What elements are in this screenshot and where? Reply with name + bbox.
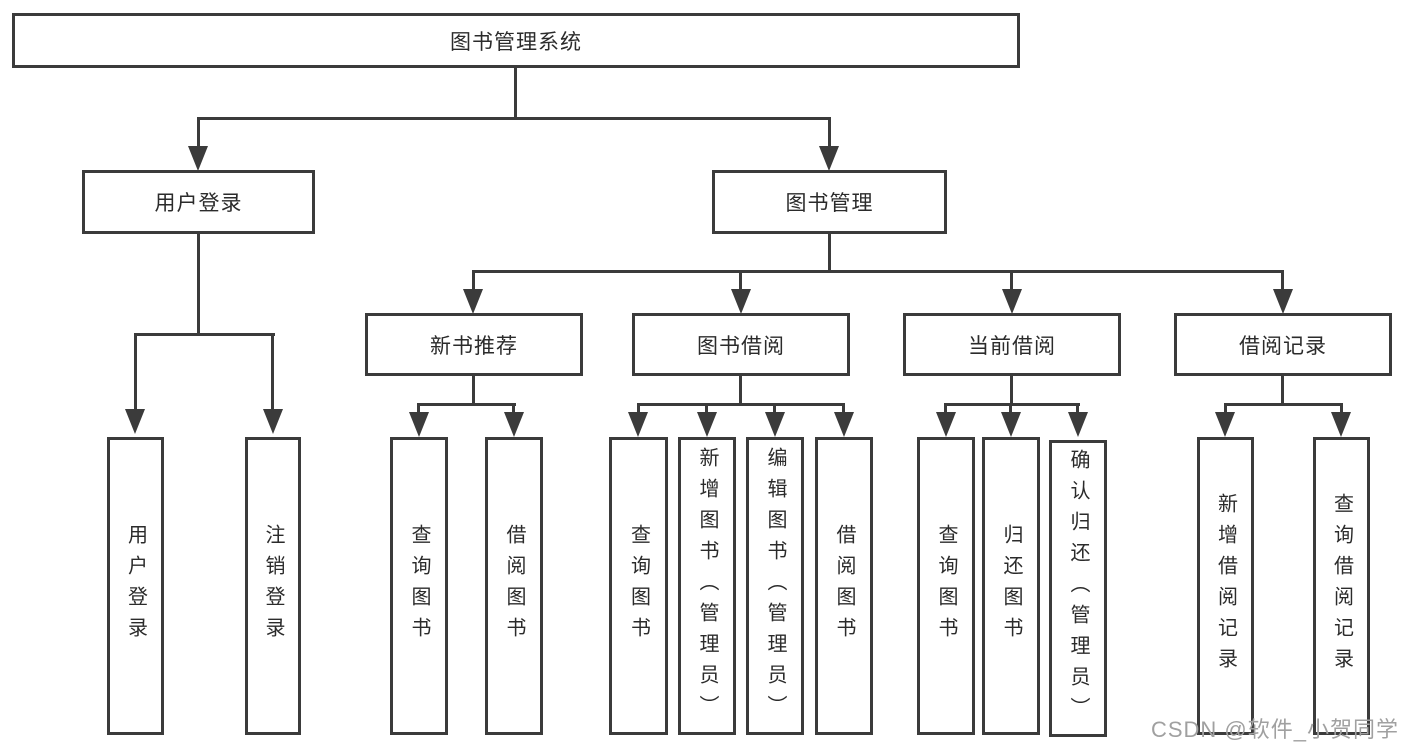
leaf-label: 新增借阅记录 bbox=[1214, 493, 1237, 679]
leaf-confirm-return-admin: 确认归还（管理员） bbox=[1049, 440, 1107, 737]
node-library-management-system: 图书管理系统 bbox=[12, 13, 1020, 68]
arrow-down-icon bbox=[263, 409, 283, 434]
node-new-book-recommend: 新书推荐 bbox=[365, 313, 583, 376]
arrow-down-icon bbox=[1273, 289, 1293, 314]
connector-line bbox=[1076, 403, 1079, 415]
leaf-label: 查询图书 bbox=[935, 524, 957, 648]
arrow-down-icon bbox=[188, 146, 208, 171]
connector-line bbox=[134, 333, 137, 412]
arrow-down-icon bbox=[1068, 412, 1088, 437]
leaf-label: 注销登录 bbox=[262, 524, 284, 648]
connector-line bbox=[472, 270, 475, 291]
arrow-down-icon bbox=[731, 289, 751, 314]
node-label: 图书管理 bbox=[785, 192, 874, 215]
connector-line bbox=[828, 117, 831, 148]
connector-line bbox=[271, 333, 274, 412]
connector-line bbox=[472, 270, 1284, 273]
arrow-down-icon bbox=[697, 412, 717, 437]
connector-line bbox=[1224, 403, 1342, 406]
node-borrowing-records: 借阅记录 bbox=[1174, 313, 1392, 376]
leaf-logout: 注销登录 bbox=[245, 437, 301, 735]
connector-line bbox=[1010, 376, 1013, 405]
connector-line bbox=[842, 403, 845, 415]
arrow-down-icon bbox=[125, 409, 145, 434]
connector-line bbox=[1340, 403, 1343, 415]
leaf-label: 查询图书 bbox=[408, 524, 430, 648]
leaf-label: 借阅图书 bbox=[503, 524, 525, 648]
connector-line bbox=[417, 403, 516, 406]
leaf-label: 确认归还（管理员） bbox=[1067, 449, 1089, 728]
connector-line bbox=[739, 376, 742, 405]
arrow-down-icon bbox=[463, 289, 483, 314]
connector-line bbox=[1281, 376, 1284, 405]
connector-line bbox=[944, 403, 1080, 406]
node-label: 新书推荐 bbox=[430, 334, 518, 358]
connector-line bbox=[739, 270, 742, 291]
arrow-down-icon bbox=[765, 412, 785, 437]
node-book-management: 图书管理 bbox=[712, 170, 947, 234]
leaf-query-books-current: 查询图书 bbox=[917, 437, 975, 735]
connector-line bbox=[1009, 403, 1012, 415]
leaf-label: 新增图书（管理员） bbox=[696, 446, 718, 726]
connector-line bbox=[773, 403, 776, 415]
arrow-down-icon bbox=[834, 412, 854, 437]
connector-line bbox=[944, 403, 947, 415]
leaf-label: 查询图书 bbox=[627, 524, 650, 648]
leaf-borrow-books-recommend: 借阅图书 bbox=[485, 437, 543, 735]
node-label: 借阅记录 bbox=[1239, 334, 1327, 358]
leaf-label: 归还图书 bbox=[1000, 524, 1022, 648]
node-label: 当前借阅 bbox=[968, 334, 1056, 358]
arrow-down-icon bbox=[1001, 412, 1021, 437]
connector-line bbox=[417, 403, 420, 415]
connector-line bbox=[1224, 403, 1227, 415]
csdn-watermark: CSDN @软件_小贺同学 bbox=[1150, 717, 1399, 742]
leaf-return-books: 归还图书 bbox=[982, 437, 1040, 735]
node-user-login: 用户登录 bbox=[82, 170, 315, 234]
connector-line bbox=[134, 333, 275, 336]
connector-line bbox=[637, 403, 844, 406]
node-current-borrowing: 当前借阅 bbox=[903, 313, 1121, 376]
leaf-label: 编辑图书（管理员） bbox=[764, 446, 786, 726]
leaf-label: 借阅图书 bbox=[833, 524, 855, 648]
arrow-down-icon bbox=[409, 412, 429, 437]
arrow-down-icon bbox=[819, 146, 839, 171]
connector-line bbox=[705, 403, 708, 415]
connector-line bbox=[472, 376, 475, 405]
node-label: 图书管理系统 bbox=[450, 30, 582, 54]
leaf-user-login: 用户登录 bbox=[107, 437, 164, 735]
connector-line bbox=[197, 117, 831, 120]
arrow-down-icon bbox=[1215, 412, 1235, 437]
arrow-down-icon bbox=[1331, 412, 1351, 437]
connector-line bbox=[514, 68, 517, 118]
node-book-borrowing: 图书借阅 bbox=[632, 313, 850, 376]
connector-line bbox=[512, 403, 515, 415]
connector-line bbox=[1281, 270, 1284, 291]
leaf-query-borrow-record: 查询借阅记录 bbox=[1313, 437, 1370, 735]
leaf-edit-books-admin: 编辑图书（管理员） bbox=[746, 437, 804, 735]
connector-line bbox=[1010, 270, 1013, 291]
leaf-query-books-borrowing: 查询图书 bbox=[609, 437, 668, 735]
arrow-down-icon bbox=[936, 412, 956, 437]
arrow-down-icon bbox=[504, 412, 524, 437]
leaf-label: 用户登录 bbox=[124, 524, 147, 648]
leaf-borrow-books: 借阅图书 bbox=[815, 437, 873, 735]
leaf-query-books-recommend: 查询图书 bbox=[390, 437, 448, 735]
node-label: 图书借阅 bbox=[697, 334, 785, 358]
connector-line bbox=[197, 234, 200, 335]
connector-line bbox=[637, 403, 640, 415]
leaf-add-borrow-record: 新增借阅记录 bbox=[1197, 437, 1254, 735]
arrow-down-icon bbox=[1002, 289, 1022, 314]
connector-line bbox=[828, 234, 831, 272]
node-label: 用户登录 bbox=[154, 192, 243, 215]
arrow-down-icon bbox=[628, 412, 648, 437]
leaf-label: 查询借阅记录 bbox=[1330, 493, 1353, 679]
leaf-add-books-admin: 新增图书（管理员） bbox=[678, 437, 736, 735]
connector-line bbox=[197, 117, 200, 148]
